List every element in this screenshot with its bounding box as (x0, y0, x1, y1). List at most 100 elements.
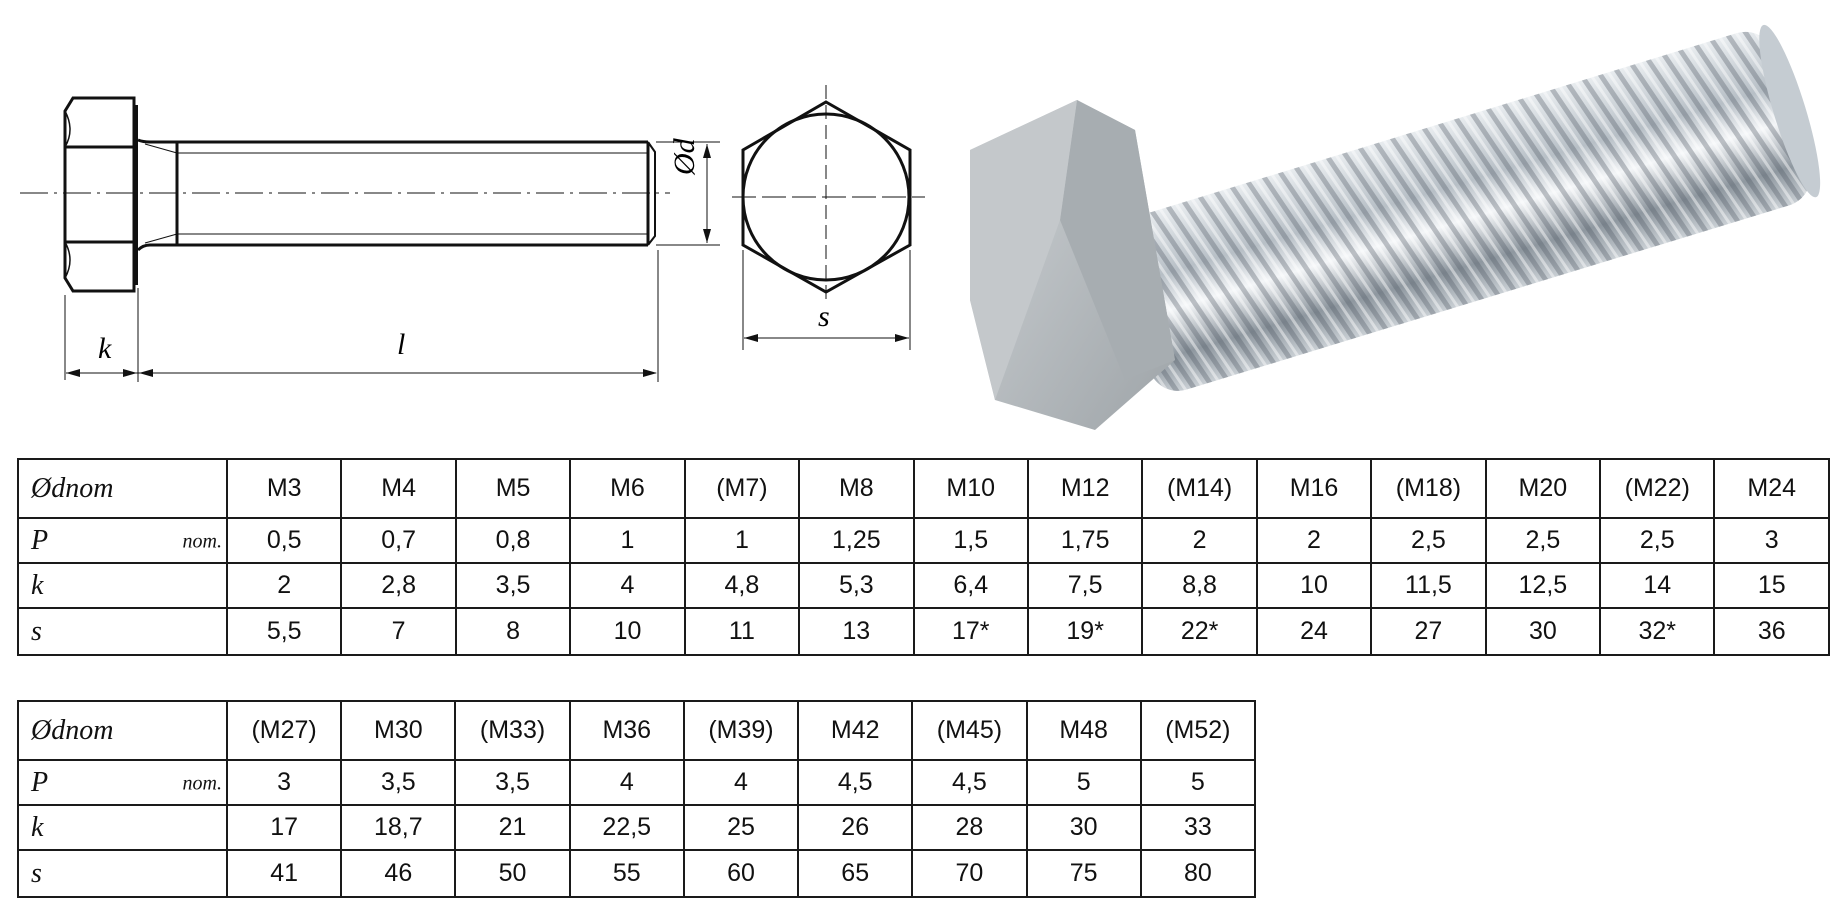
table-cell: M10 (912, 458, 1029, 519)
table-cell: M6 (569, 458, 686, 519)
table-cell: 41 (225, 849, 343, 898)
table-cell: M30 (340, 700, 457, 761)
table-cell: M5 (454, 458, 572, 519)
table-cell: 2 (1141, 517, 1258, 564)
row-label: s (17, 849, 228, 898)
table-cell: 19* (1026, 607, 1144, 656)
table-cell: 3 (225, 759, 343, 806)
dim-label-k: k (98, 332, 112, 365)
row-label: Ødnom (17, 458, 228, 519)
table-cell: 5,5 (225, 607, 343, 656)
table-cell: (M39) (682, 700, 800, 761)
table-cell: 0,7 (340, 517, 457, 564)
table-cell: 26 (797, 804, 914, 851)
table-cell: 25 (682, 804, 800, 851)
table-cell: 6,4 (912, 562, 1029, 609)
table-cell: 80 (1139, 849, 1257, 898)
table-cell: 22* (1141, 607, 1258, 656)
dim-label-diameter: Ød (668, 138, 701, 175)
table-cell: 2,5 (1599, 517, 1716, 564)
table-cell: M16 (1255, 458, 1373, 519)
table-cell: 8 (454, 607, 572, 656)
table-cell: (M18) (1370, 458, 1487, 519)
table-cell: 17* (912, 607, 1029, 656)
table-cell: M8 (798, 458, 915, 519)
table-cell: 7,5 (1026, 562, 1144, 609)
table-cell: 70 (911, 849, 1028, 898)
table-cell: 4 (568, 759, 685, 806)
table-cell: 14 (1599, 562, 1716, 609)
table-cell: 1 (569, 517, 686, 564)
table-cell: 55 (568, 849, 685, 898)
table-cell: 50 (454, 849, 571, 898)
table-cell: M20 (1484, 458, 1602, 519)
table-cell: 30 (1025, 804, 1142, 851)
table-cell: 15 (1713, 562, 1830, 609)
table-cell: 2 (1255, 517, 1373, 564)
table-cell: 4,8 (683, 562, 801, 609)
table-cell: M24 (1713, 458, 1830, 519)
table-cell: (M27) (225, 700, 343, 761)
table-cell: 65 (797, 849, 914, 898)
table-cell: 60 (682, 849, 800, 898)
row-label: Ødnom (17, 700, 228, 761)
table-row-width-across-flats: s 41 46 50 55 60 65 70 75 80 (17, 849, 1257, 898)
table-cell: 21 (454, 804, 571, 851)
table-cell: 11 (683, 607, 801, 656)
table-cell: 22,5 (568, 804, 685, 851)
table-row-size: Ødnom M3 M4 M5 M6 (M7) M8 M10 M12 (M14) … (17, 458, 1830, 519)
table-cell: (M52) (1139, 700, 1257, 761)
table-cell: 10 (1255, 562, 1373, 609)
table-cell: 17 (225, 804, 343, 851)
table-cell: 2,5 (1484, 517, 1602, 564)
table-cell: 5 (1025, 759, 1142, 806)
table-cell: 10 (569, 607, 686, 656)
table-cell: 13 (798, 607, 915, 656)
table-cell: M36 (568, 700, 685, 761)
table-cell: 2,8 (340, 562, 457, 609)
table-row-size: Ødnom (M27) M30 (M33) M36 (M39) M42 (M45… (17, 700, 1257, 761)
dimension-table-m27-m52: Ødnom (M27) M30 (M33) M36 (M39) M42 (M45… (17, 700, 1257, 898)
table-cell: 27 (1370, 607, 1487, 656)
dimension-table-m3-m24: Ødnom M3 M4 M5 M6 (M7) M8 M10 M12 (M14) … (17, 458, 1830, 656)
table-cell: 0,8 (454, 517, 572, 564)
table-cell: 24 (1255, 607, 1373, 656)
table-cell: 28 (911, 804, 1028, 851)
table-cell: 75 (1025, 849, 1142, 898)
table-cell: 11,5 (1370, 562, 1487, 609)
bolt-side-view-drawing (20, 96, 720, 382)
table-cell: 4,5 (797, 759, 914, 806)
table-cell: 0,5 (225, 517, 343, 564)
table-cell: 1 (683, 517, 801, 564)
table-cell: M48 (1025, 700, 1142, 761)
table-cell: (M22) (1599, 458, 1716, 519)
table-cell: 8,8 (1141, 562, 1258, 609)
table-cell: 4 (569, 562, 686, 609)
table-cell: 3,5 (340, 759, 457, 806)
table-cell: (M14) (1141, 458, 1258, 519)
bolt-end-view-drawing (732, 85, 925, 350)
dim-label-l: l (397, 328, 406, 361)
table-cell: 18,7 (340, 804, 457, 851)
table-cell: 3 (1713, 517, 1830, 564)
row-label: k (17, 562, 228, 609)
table-row-width-across-flats: s 5,5 7 8 10 11 13 17* 19* 22* 24 27 30 … (17, 607, 1830, 656)
table-cell: 1,75 (1026, 517, 1144, 564)
table-cell: 4 (682, 759, 800, 806)
row-label: s (17, 607, 228, 656)
table-cell: 7 (340, 607, 457, 656)
table-row-head-height: k 2 2,8 3,5 4 4,8 5,3 6,4 7,5 8,8 10 11,… (17, 562, 1830, 609)
table-cell: (M7) (683, 458, 801, 519)
table-cell: 1,25 (798, 517, 915, 564)
dim-label-s: s (818, 300, 830, 333)
row-label: k (17, 804, 228, 851)
table-cell: M12 (1026, 458, 1144, 519)
table-cell: 12,5 (1484, 562, 1602, 609)
table-cell: M42 (797, 700, 914, 761)
table-cell: 30 (1484, 607, 1602, 656)
table-cell: 2,5 (1370, 517, 1487, 564)
table-cell: (M33) (454, 700, 571, 761)
